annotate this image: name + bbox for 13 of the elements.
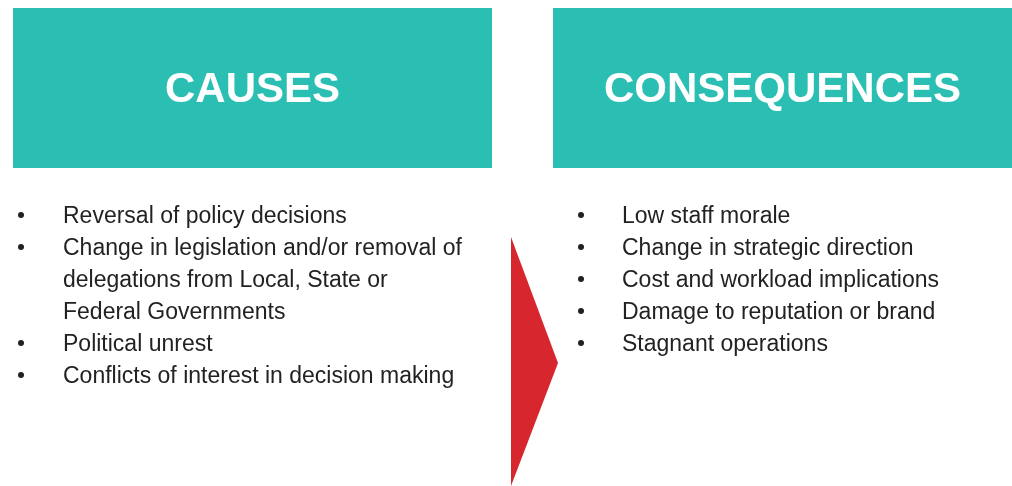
list-item: Low staff morale: [622, 201, 792, 230]
header-box: [13, 8, 492, 168]
list-item: Damage to reputation or brand: [622, 297, 937, 326]
list-item: Cost and workload implications: [622, 265, 941, 294]
list-item: Reversal of policy decisions: [63, 201, 348, 230]
list-item: Change in legislation and/or removal of delegations from Local, State or Federal Governments: [63, 233, 463, 326]
header-text: CONSEQUENCES: [603, 67, 962, 109]
list-item: Change in strategic direction: [622, 233, 915, 262]
header-text: CAUSES: [164, 67, 340, 109]
header-box: [553, 8, 1012, 168]
list-item: Conflicts of interest in decision making: [63, 361, 456, 390]
list-item: Stagnant operations: [622, 329, 829, 358]
list-item: Political unrest: [63, 329, 214, 358]
